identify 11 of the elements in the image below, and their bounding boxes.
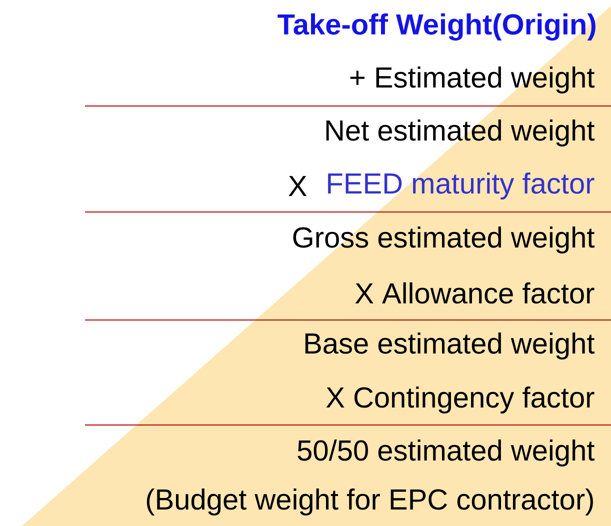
text-line: Net estimated weight [326, 119, 595, 147]
text-line: FEED maturity factor [328, 172, 594, 200]
title: Take-off Weight(Origin) [278, 13, 596, 41]
text-line: + Estimated weight [350, 66, 595, 94]
text-line: (Budget weight for EPC contractor) [146, 488, 593, 516]
text-line: Gross estimated weight [293, 226, 595, 254]
text-line: X Allowance factor [355, 282, 594, 304]
text-line: 50/50 estimated weight [298, 439, 595, 466]
text-line: X Contingency factor [326, 386, 594, 414]
text-line: X [288, 176, 307, 196]
text-line: Base estimated weight [305, 332, 595, 360]
